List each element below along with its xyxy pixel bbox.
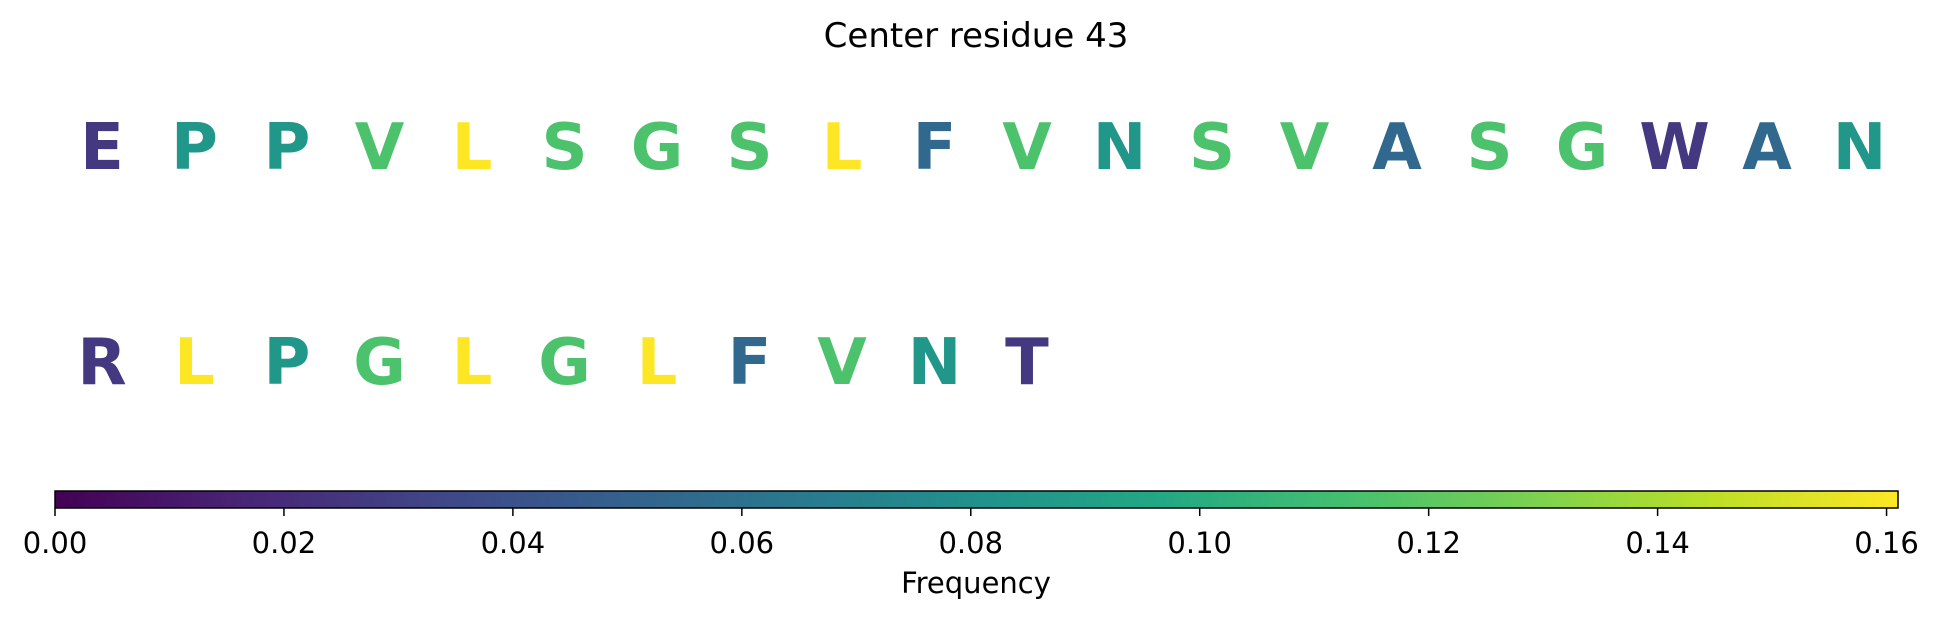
residue-letter: S xyxy=(726,111,772,185)
residue-letter: S xyxy=(1189,111,1235,185)
residue-letter: L xyxy=(174,326,215,400)
colorbar: 0.00 0.02 0.04 0.06 0.08 0.10 0.12 0.14 0.16 Fre… xyxy=(23,490,1919,600)
chart-title: Center residue 43 xyxy=(824,16,1129,56)
residue-letter: P xyxy=(264,326,311,400)
residue-letter: G xyxy=(1556,111,1609,185)
residue-letter: G xyxy=(538,326,591,400)
colorbar-gradient xyxy=(54,490,1899,509)
residue-letter: N xyxy=(1833,111,1887,185)
residue-letter: R xyxy=(77,326,126,400)
residue-letter: S xyxy=(1466,111,1512,185)
residue-letter: F xyxy=(913,111,957,185)
residue-letter: E xyxy=(80,111,124,185)
residue-letter: L xyxy=(822,111,863,185)
residue-letter: N xyxy=(908,326,962,400)
colorbar-tick-label: 0.12 xyxy=(1396,526,1461,560)
residue-letter: L xyxy=(452,111,493,185)
residue-letter: F xyxy=(728,326,772,400)
colorbar-tick-label: 0.16 xyxy=(1854,526,1919,560)
residue-letter: L xyxy=(637,326,678,400)
residue-letter: W xyxy=(1639,111,1710,185)
colorbar-tick-label: 0.00 xyxy=(23,526,88,560)
colorbar-label: Frequency xyxy=(901,566,1051,600)
residue-letter: A xyxy=(1372,111,1422,185)
residue-letter: S xyxy=(541,111,587,185)
residue-letter: V xyxy=(355,111,405,185)
colorbar-tick-label: 0.14 xyxy=(1625,526,1690,560)
colorbar-tick-label: 0.10 xyxy=(1167,526,1232,560)
residue-letter: G xyxy=(631,111,684,185)
colorbar-tick-label: 0.02 xyxy=(252,526,317,560)
colorbar-tick-label: 0.06 xyxy=(710,526,775,560)
colorbar-tick-label: 0.08 xyxy=(938,526,1003,560)
colorbar-tick-label: 0.04 xyxy=(481,526,546,560)
residue-letter: P xyxy=(171,111,218,185)
residue-letter: V xyxy=(817,326,867,400)
colorbar-ticks: 0.00 0.02 0.04 0.06 0.08 0.10 0.12 0.14 0.16 xyxy=(23,508,1919,560)
residue-letter: L xyxy=(452,326,493,400)
residue-letter: T xyxy=(1005,326,1049,400)
residue-letter: G xyxy=(353,326,406,400)
residue-letter: V xyxy=(1002,111,1052,185)
residue-letter: P xyxy=(264,111,311,185)
residue-letter: N xyxy=(1093,111,1147,185)
residue-letter: V xyxy=(1280,111,1330,185)
residue-letter: A xyxy=(1742,111,1792,185)
